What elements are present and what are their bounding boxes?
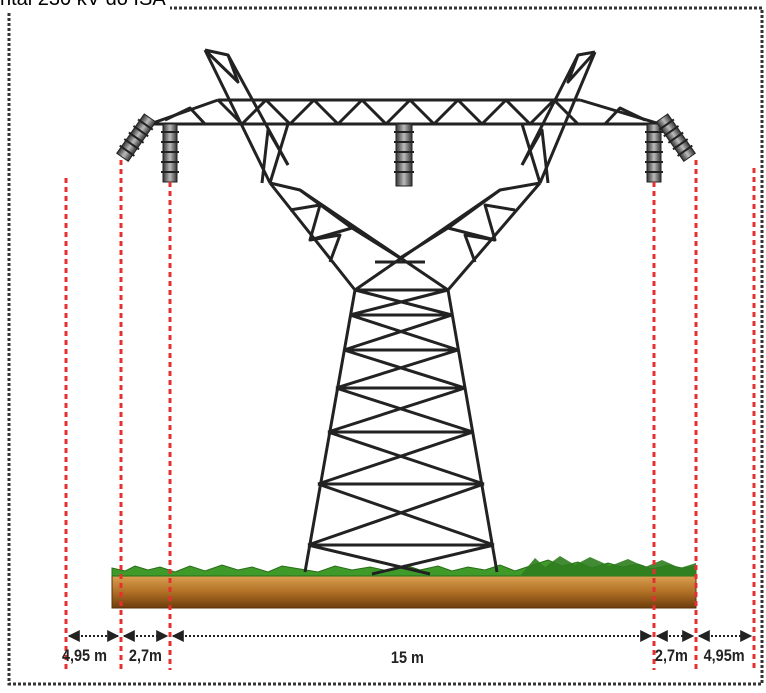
- insulator-left-outer: [116, 113, 157, 163]
- insulator-right-inner: [645, 123, 663, 183]
- dim-label-center: 15 m: [390, 648, 424, 667]
- clearance-lines: [64, 160, 756, 670]
- diagram-frame: [7, 6, 764, 686]
- insulator-right-outer: [655, 113, 696, 163]
- dim-label-left-outer: 4,95 m: [61, 646, 107, 665]
- insulator-center: [394, 123, 414, 187]
- insulator-left-inner: [161, 123, 179, 183]
- insulators: [116, 113, 696, 187]
- ground: [111, 556, 697, 609]
- transmission-tower: [149, 48, 661, 576]
- dim-label-left-inner: 2,7m: [128, 646, 162, 665]
- dim-label-right-outer: 4,95m: [703, 646, 745, 665]
- diagram-title: ntal 230 kV do ISA: [0, 0, 170, 12]
- dim-label-right-inner: 2,7m: [654, 646, 688, 665]
